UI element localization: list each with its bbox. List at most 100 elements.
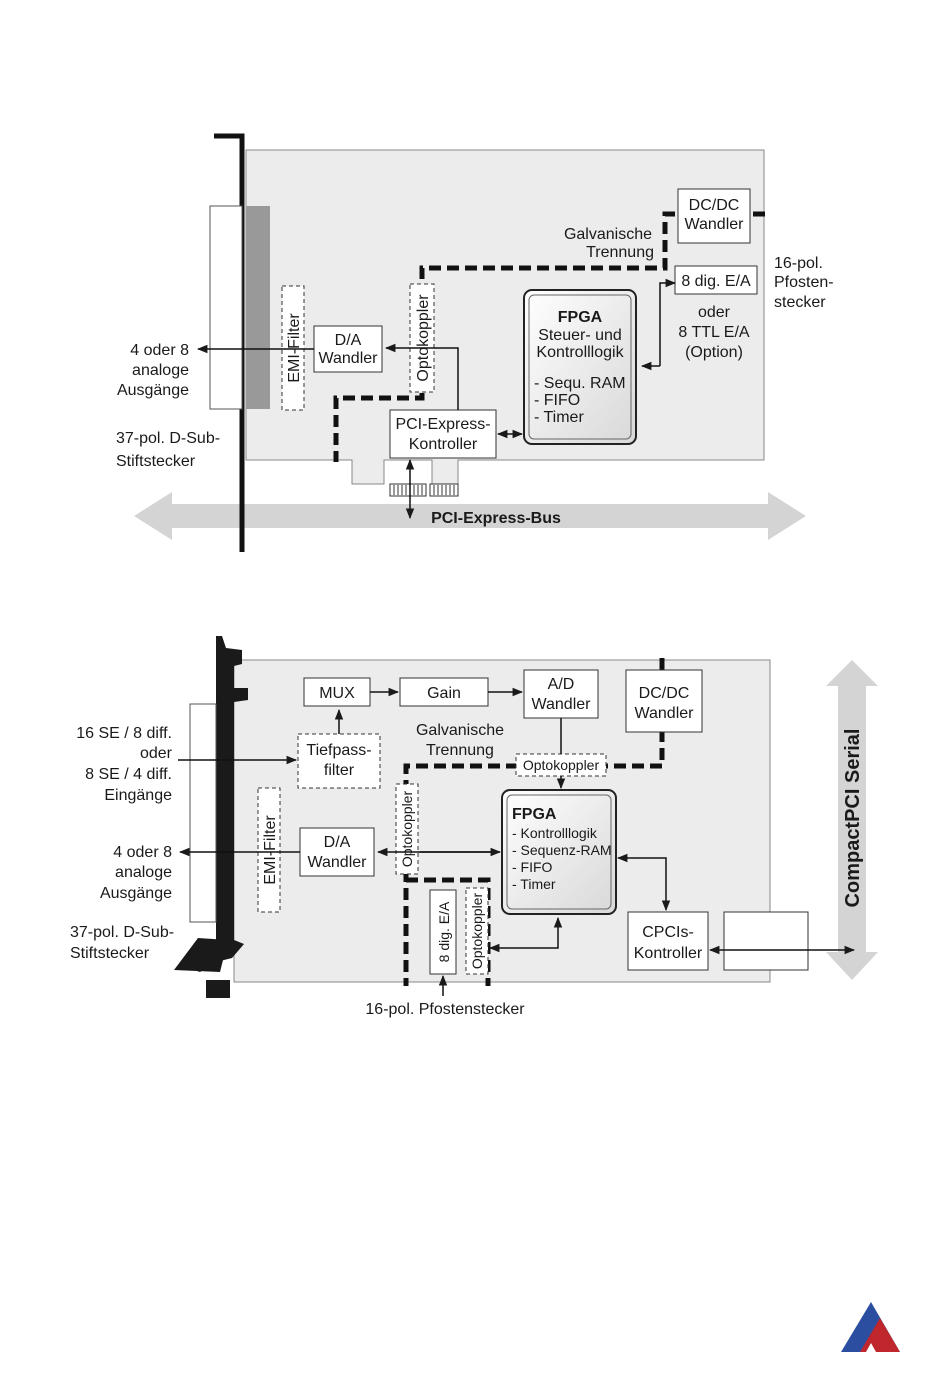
cpcis-label-1: CPCIs- (642, 924, 694, 941)
tiefpass-label-1: Tiefpass- (306, 742, 371, 759)
cpci-bus-label: CompactPCI Serial (842, 729, 864, 908)
dsub-connector-shade (246, 206, 270, 409)
cpci-handle (174, 938, 228, 972)
cpci-dcdc-box (625, 669, 703, 733)
tiefpass-box (297, 733, 381, 789)
ad-box (523, 669, 599, 719)
pcie-ctrl-label-2: Kontroller (409, 436, 478, 453)
cpcis-controller-box (627, 911, 709, 971)
pcie-isolation-line (333, 211, 765, 462)
pcie-bus-label: PCI-Express-Bus (431, 510, 561, 527)
pcie-bracket (214, 133, 245, 552)
dsub-connector-body (209, 205, 243, 410)
option-label: (Option) (685, 344, 743, 361)
cpci-opto-v2-box (465, 887, 489, 975)
gain-box (399, 677, 489, 707)
emi-filter-box (281, 285, 305, 411)
dsub-label-2: Stiftstecker (116, 453, 196, 470)
cpci-dig-label: 8 dig. E/A (436, 901, 452, 962)
fpga-box (523, 289, 637, 445)
cpci-dsub-connector (189, 703, 217, 923)
inputs-label-4: Eingänge (104, 787, 172, 804)
cpcis-label-2: Kontroller (634, 945, 703, 962)
pfosten-label-2: Pfosten- (774, 274, 834, 291)
cpci-outputs-label-3: Ausgänge (100, 885, 172, 902)
fpga-cpcis-link (616, 853, 671, 912)
da-box (313, 325, 383, 373)
dcdc-label-2: Wandler (685, 216, 745, 233)
pfosten-label-1: 16-pol. (774, 255, 823, 272)
opto-label: Optokoppler (415, 294, 432, 382)
cpci-pfosten-label: 16-pol. Pfostenstecker (365, 1001, 525, 1018)
fpga-item-2: - FIFO (534, 392, 580, 409)
da-label-1: D/A (335, 332, 362, 349)
cpci-backplane-connector (723, 911, 809, 971)
gain-label: Gain (427, 685, 461, 702)
cpci-dsub-label-2: Stiftstecker (70, 945, 150, 962)
da-label-2: Wandler (319, 350, 379, 367)
cpci-outputs-label-1: 4 oder 8 (113, 844, 172, 861)
mux-box (303, 677, 371, 707)
opto-h-label: Optokoppler (523, 757, 600, 773)
emi-filter-label: EMI-Filter (286, 313, 303, 383)
cpci-opto-v2-label: Optokoppler (469, 893, 485, 970)
cpci-fpga-title: FPGA (512, 806, 557, 823)
inputs-label-2: oder (140, 745, 173, 762)
fpga-dig-link (659, 278, 677, 366)
company-logo (841, 1302, 900, 1352)
fpga-sub-2: Kontrolllogik (536, 344, 624, 361)
cpci-da-label-1: D/A (324, 834, 351, 851)
pcie-fingers-left (389, 483, 427, 497)
fpga-item-3: - Timer (534, 409, 584, 426)
cpci-dig-box (429, 889, 457, 975)
mux-label: MUX (319, 685, 355, 702)
outputs-label-2: analoge (132, 362, 189, 379)
pcie-bus-arrow (134, 492, 806, 540)
ttl-label: 8 TTL E/A (678, 324, 749, 341)
cpci-front-panel (188, 636, 248, 972)
cpci-emi-label: EMI-Filter (262, 815, 279, 885)
ctrl-to-da (384, 343, 459, 410)
cpci-dcdc-label-2: Wandler (635, 705, 695, 722)
ad-label-1: A/D (548, 676, 575, 693)
cpci-dsub-label-1: 37-pol. D-Sub- (70, 924, 174, 941)
pcie-diagram: PCI-Express-Bus DC/DC Wandler Galvanisch… (116, 133, 834, 552)
cpci-fpga-item-2: - Sequenz-RAM (512, 842, 612, 858)
fpga-dig-link (488, 916, 563, 953)
opto-box (409, 283, 435, 393)
cpci-fpga-item-4: - Timer (512, 876, 556, 892)
pcie-ctrl-label-1: PCI-Express- (395, 416, 490, 433)
outputs-label-1: 4 oder 8 (130, 342, 189, 359)
ad-label-2: Wandler (532, 696, 592, 713)
cpci-serial-diagram: CompactPCI Serial MUX Gain A/D Wandler D… (70, 636, 878, 1018)
fpga-item-1: - Sequ. RAM (534, 375, 626, 392)
tiefpass-label-2: filter (324, 762, 355, 779)
cpci-fpga-box (501, 789, 617, 915)
cpci-galv-label-1: Galvanische (416, 722, 504, 739)
pcie-fingers-right (429, 483, 459, 497)
fpga-title: FPGA (558, 309, 603, 326)
outputs-label-3: Ausgänge (117, 382, 189, 399)
dsub-label-1: 37-pol. D-Sub- (116, 430, 220, 447)
cpci-fpga-item-1: - Kontrolllogik (512, 825, 598, 841)
pfosten-label-3: stecker (774, 294, 826, 311)
cpci-galv-label-2: Trennung (426, 742, 494, 759)
inputs-label-3: 8 SE / 4 diff. (85, 766, 172, 783)
galv-label-2: Trennung (586, 244, 654, 261)
dcdc-box (677, 188, 751, 244)
cpci-fpga-item-3: - FIFO (512, 859, 553, 875)
fpga-sub-1: Steuer- und (538, 327, 622, 344)
dcdc-label-1: DC/DC (689, 197, 740, 214)
galv-label-1: Galvanische (564, 226, 652, 243)
dig-io-label: 8 dig. E/A (681, 273, 751, 290)
cpci-da-box (299, 827, 375, 877)
inputs-label-1: 16 SE / 8 diff. (76, 725, 172, 742)
oder-label: oder (698, 304, 731, 321)
cpci-opto-v-label: Optokoppler (399, 791, 415, 868)
cpci-dcdc-label-1: DC/DC (639, 685, 690, 702)
cpci-emi-box (257, 787, 281, 913)
cpci-da-label-2: Wandler (308, 854, 368, 871)
cpci-bus-arrow (826, 660, 878, 980)
cpci-outputs-label-2: analoge (115, 864, 172, 881)
